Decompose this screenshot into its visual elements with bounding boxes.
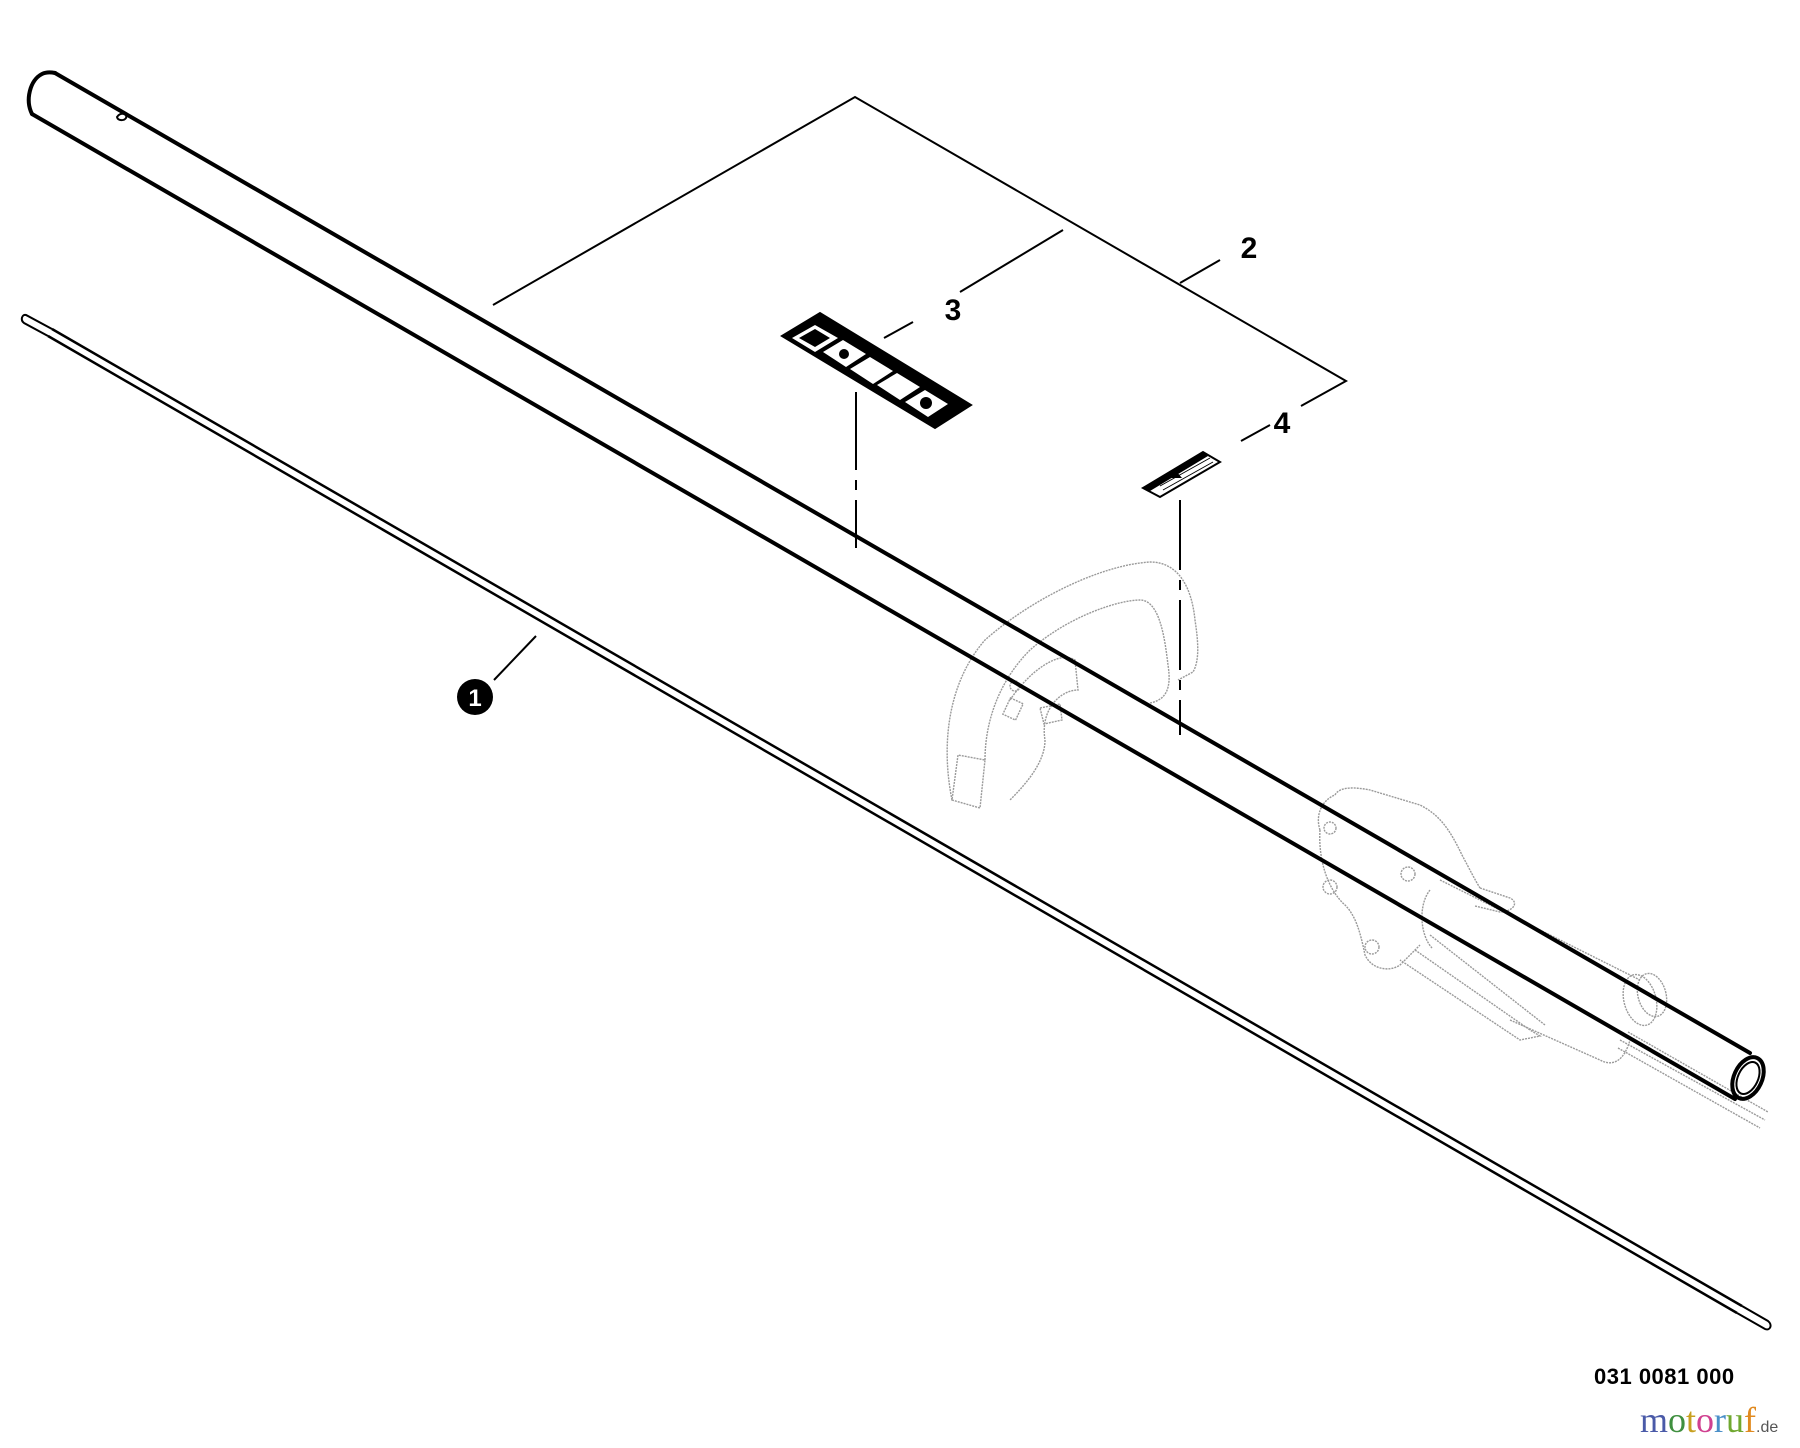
callout-3-label: 3 xyxy=(945,294,962,327)
loop-handle-ghost xyxy=(946,561,1199,809)
warning-decal-4 xyxy=(1140,450,1222,499)
watermark-letter: m xyxy=(1640,1400,1669,1440)
callout-4-label: 4 xyxy=(1274,407,1291,440)
watermark-suffix: .de xyxy=(1756,1419,1779,1436)
throttle-housing-ghost xyxy=(1317,787,1668,1064)
watermark-letter: o xyxy=(1668,1400,1687,1440)
callout-1-label: 1 xyxy=(468,685,481,712)
watermark-logo: motoruf.de xyxy=(1640,1400,1778,1448)
callout-1: 1 xyxy=(457,635,537,715)
watermark-letter: o xyxy=(1696,1400,1715,1440)
safety-decal-3 xyxy=(780,311,973,430)
diagram-part-number: 031 0081 000 xyxy=(1594,1364,1735,1389)
watermark-letter: f xyxy=(1744,1400,1757,1440)
watermark-letter: t xyxy=(1686,1400,1697,1440)
watermark-letter: r xyxy=(1714,1400,1727,1440)
drive-shaft xyxy=(20,313,1772,1331)
callout-2-label: 2 xyxy=(1241,232,1258,265)
callout-bracket xyxy=(492,95,1349,442)
flex-cable-ghost xyxy=(1617,1031,1769,1129)
watermark-letter: u xyxy=(1726,1400,1745,1440)
tube xyxy=(26,70,1766,1101)
